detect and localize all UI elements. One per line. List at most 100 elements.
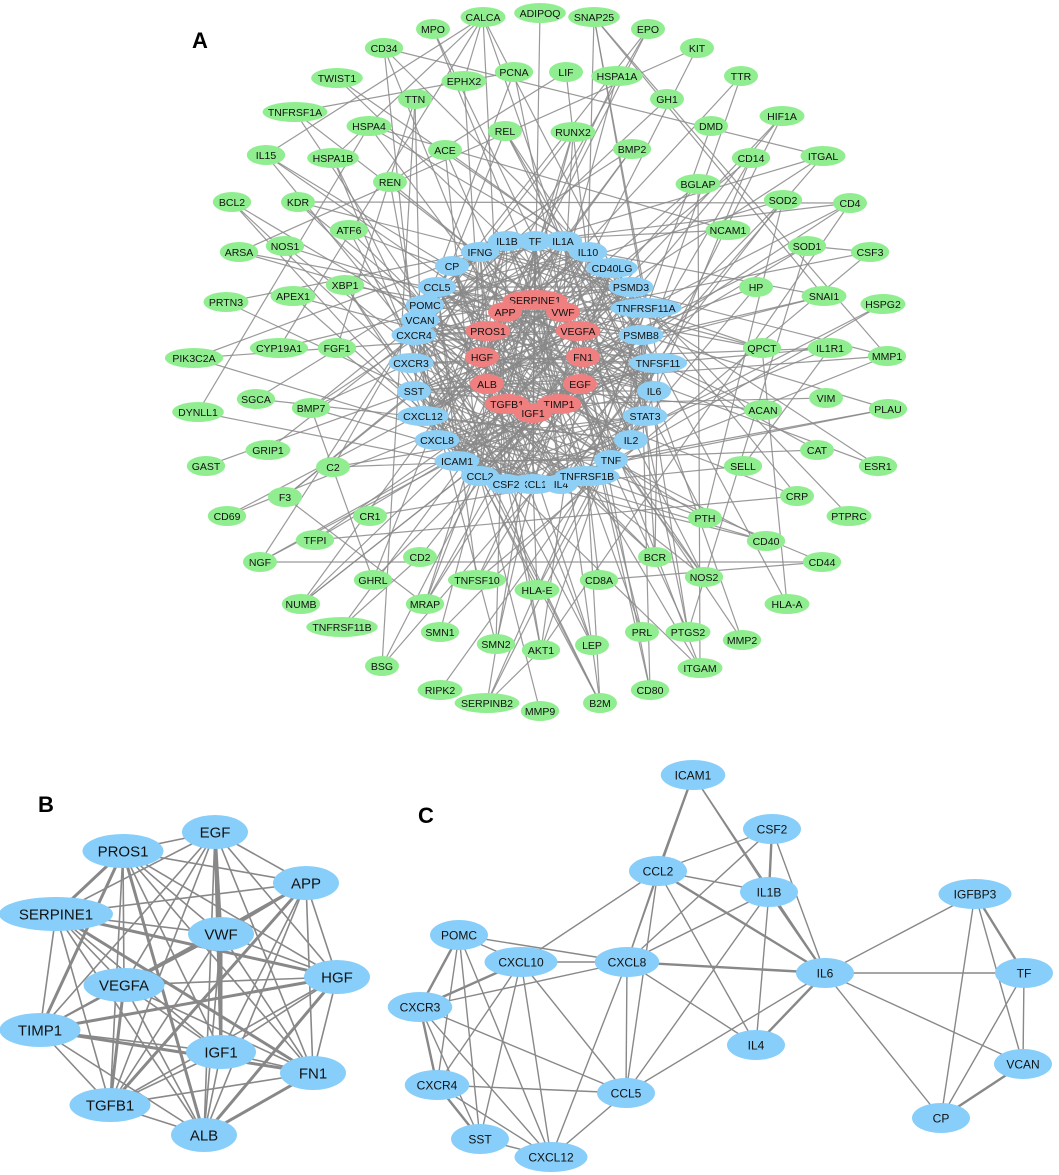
node-csf2: CSF2 [743,814,801,844]
node-shape [249,338,309,358]
node-tfpi: TFPI [295,530,335,550]
node-label: QPCT [747,343,777,355]
node-ifng: IFNG [460,242,500,262]
node-shape [281,192,315,212]
node-label: TF [529,236,542,248]
node-cp: CP [912,1103,970,1133]
node-label: PIK3C2A [172,353,215,365]
edge-tgfb1-cxcl10 [506,403,534,485]
node-ccl2: CCL2 [629,856,687,886]
node-shape [694,116,728,136]
node-shape [280,1056,346,1090]
node-il1a: IL1A [543,231,583,251]
edge-cxcl10-stat3 [532,415,646,485]
node-label: SERPINB2 [461,698,513,710]
node-shape [858,456,898,476]
node-shape [405,295,445,315]
node-label: POMC [441,929,477,943]
node-label: TIMP1 [544,399,575,411]
node-shape [246,145,286,165]
node-shape [186,1035,256,1069]
node-app: APP [273,866,339,900]
panel-b-nodes: EGFPROS1APPSERPINE1VWFHGFVEGFATIMP1IGF1F… [0,815,370,1152]
node-label: PROS1 [470,326,506,338]
node-shape [809,388,843,408]
node-shape [69,1088,151,1122]
node-crp: CRP [780,486,814,506]
node-il4: IL4 [727,1030,785,1060]
node-label: GRIP1 [252,445,284,457]
node-cd40: CD40 [746,531,786,551]
node-shape [594,450,628,470]
node-shape [203,292,249,312]
node-pomc: POMC [430,920,488,950]
node-mpo: MPO [416,19,450,39]
node-label: ITGAL [808,151,839,163]
node-shape [680,38,714,58]
node-shape [325,275,365,295]
node-gast: GAST [186,456,226,476]
node-hgf: HGF [465,347,499,367]
node-cd8a: CD8A [579,570,619,590]
node-shape [186,456,226,476]
node-shape [488,302,522,322]
edge-tnfsf10-csf3 [476,251,871,581]
edge-b2m-cxcr4 [413,334,601,704]
edge-tfpi-crp [314,495,798,541]
node-label: PLAU [874,404,901,416]
edge-icam1-il10 [456,251,589,462]
node-label: ACAN [748,405,777,417]
node-serpine1: SERPINE1 [0,897,113,931]
node-label: IL6 [647,386,662,398]
node-label: KIT [689,43,706,55]
node-label: TTR [731,71,752,83]
node-igf1: IGF1 [186,1035,256,1069]
node-shape [591,66,643,86]
node-label: TNFRSF11A [616,303,675,315]
edge-vwf-fn1 [220,933,314,1074]
node-label: APEX1 [276,291,310,303]
node-sgca: SGCA [236,389,276,409]
node-shape [514,580,560,600]
edge-vegfa-cxcl12 [422,330,579,417]
node-shape [441,71,487,91]
node-label: CD40 [753,536,780,548]
node-label: SOD1 [793,241,822,253]
edge-il15-calca [265,16,484,156]
node-label: APP [291,876,321,893]
node-cd69: CD69 [207,506,247,526]
node-cxcl8: CXCL8 [594,947,660,977]
edge-sst-timp1 [413,390,560,405]
node-icam1: ICAM1 [660,760,726,790]
node-label: XBP1 [332,280,359,292]
node-shape [622,406,668,426]
node-hspg2: HSPG2 [860,294,906,314]
node-shape [353,506,387,526]
node-shape [800,440,834,460]
node-rel: REL [488,121,522,141]
node-bcr: BCR [638,547,672,567]
node-shape [311,68,363,88]
node-shape [740,877,798,907]
node-shape [912,1103,970,1133]
node-shape [650,89,684,109]
node-shape [460,242,500,262]
node-c2: C2 [316,457,350,477]
edge-igf1-tf [532,240,536,414]
node-label: EGF [569,379,591,391]
node-label: ADIPOQ [520,8,561,20]
node-label: SNAP25 [574,12,614,24]
node-shape [833,193,867,213]
node-label: ARSA [225,247,254,259]
edge-tgfb1-vwf [506,311,564,405]
edge-ccl2-il4 [657,870,757,1046]
node-label: AKT1 [528,645,554,657]
edge-app-alb [203,882,307,1136]
edge-ccl2-app [479,311,506,477]
node-shape [405,594,445,614]
node-shape [759,106,805,126]
edge-snap25-tnfrsf11a [593,16,647,309]
edge-timp1-app [504,311,560,405]
node-label: FN1 [573,352,593,364]
node-label: CXCL12 [403,411,443,423]
